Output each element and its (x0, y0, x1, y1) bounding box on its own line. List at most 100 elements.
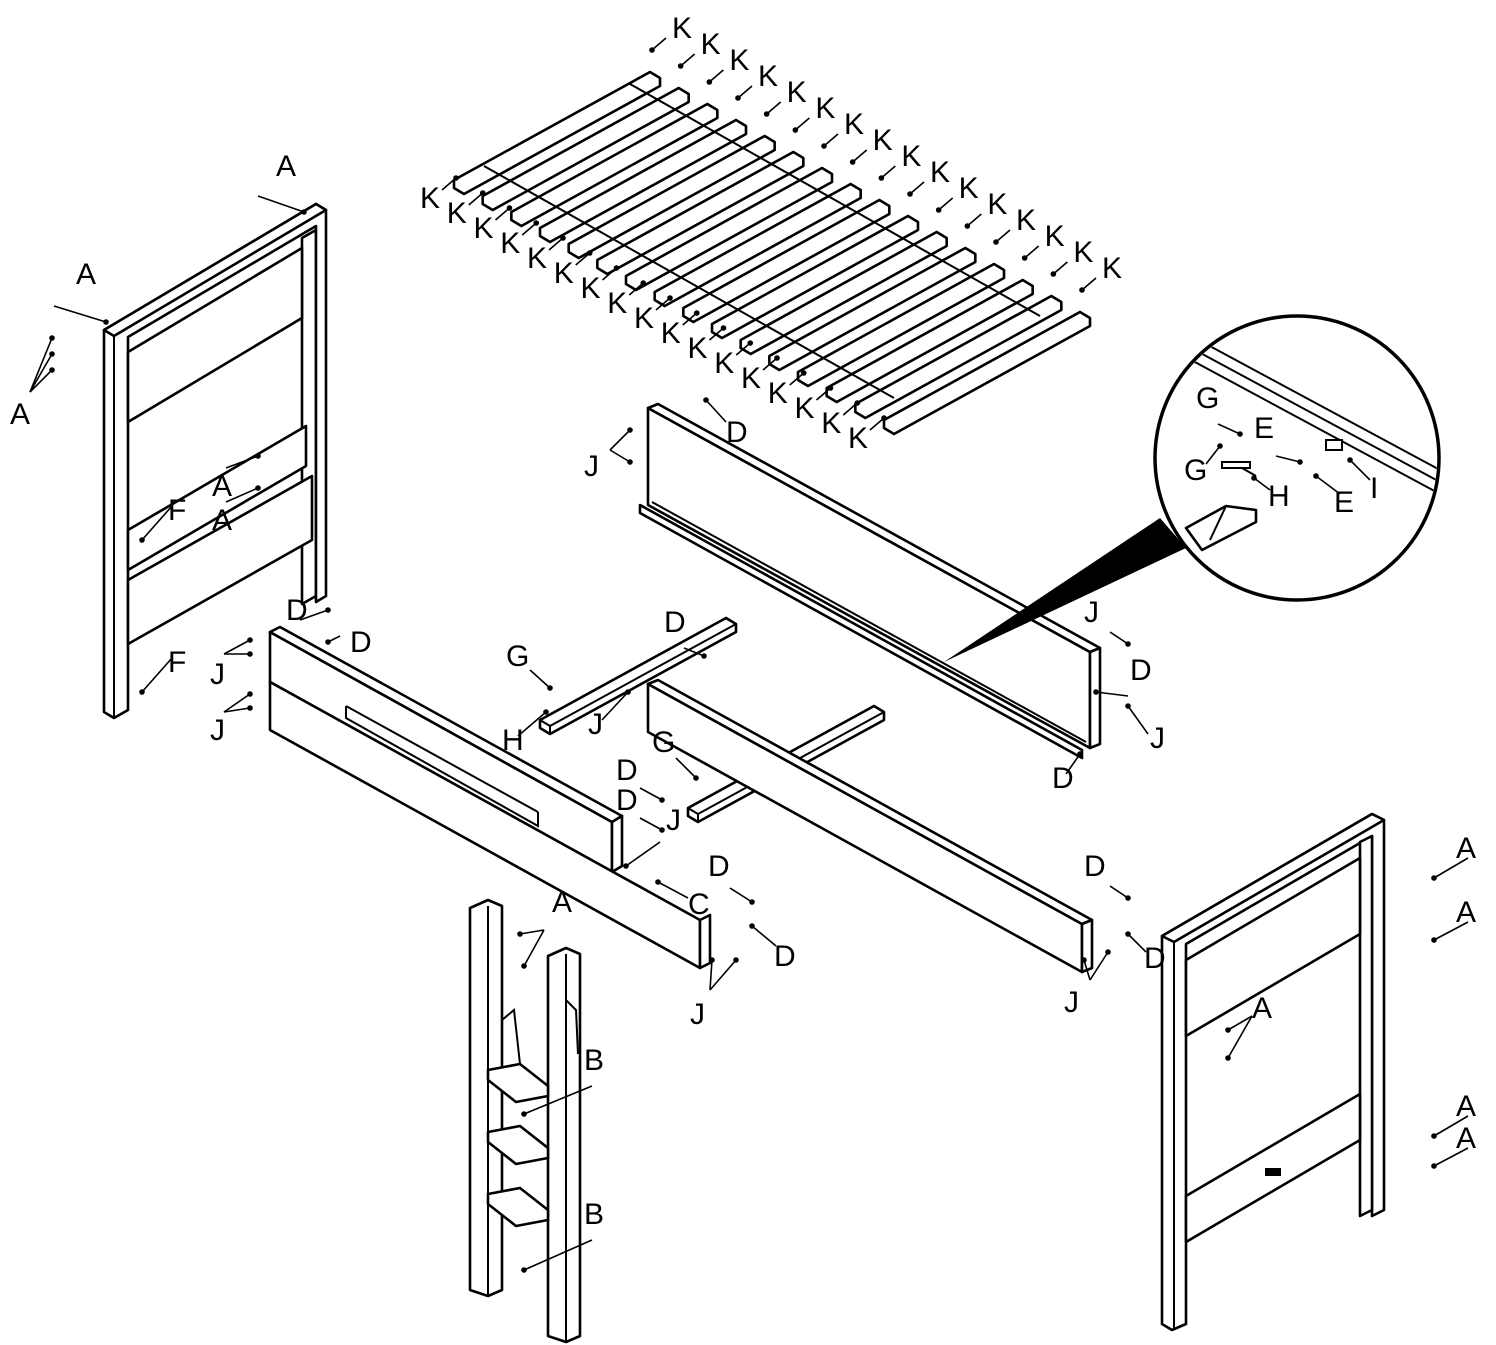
fastener-point (640, 280, 647, 286)
fastener-point (1431, 1133, 1437, 1139)
fastener-point (1431, 875, 1437, 881)
fastener-point (1237, 431, 1243, 437)
leader-line (601, 267, 618, 281)
fastener-point (517, 931, 523, 937)
leader-line (639, 817, 663, 831)
part-letter-slat-base: K (688, 332, 708, 365)
leader-line (737, 85, 753, 99)
leader-line (601, 691, 629, 721)
leader-line (1109, 631, 1129, 645)
fastener-point (1125, 895, 1131, 901)
part-letter-slat-base: K (930, 156, 950, 189)
ladder (468, 898, 582, 1344)
part-letter-lower-rail: J (1064, 986, 1079, 1019)
part-letter-slat-base: K (815, 92, 835, 125)
part-letter-detail-callout: E (1254, 412, 1274, 445)
leader-line (29, 353, 53, 393)
leader-line (1433, 921, 1469, 941)
part-letter-front-rail: D (286, 594, 308, 627)
leader-line (468, 192, 484, 206)
part-letter-slat-base: K (844, 108, 864, 141)
leader-line (223, 639, 251, 655)
leader-line (1127, 705, 1149, 735)
fastener-point (747, 340, 754, 346)
part-letter-left-end-frame: A (76, 258, 96, 291)
part-letter-lower-rail: D (1084, 850, 1106, 883)
part-letter-ladder: A (552, 886, 572, 919)
fastener-point (623, 863, 629, 869)
fastener-point (247, 705, 253, 711)
part-letter-rear-rail: D (1052, 762, 1074, 795)
part-letter-slat-base: K (959, 172, 979, 205)
part-letter-front-rail: D (774, 940, 796, 973)
fastener-point (935, 207, 942, 213)
part-letter-ladder: B (584, 1044, 604, 1077)
slat (538, 118, 748, 244)
fastener-point (521, 1267, 527, 1273)
fastener-point (749, 923, 755, 929)
part-letter-ladder: B (584, 1198, 604, 1231)
fastener-point (735, 95, 741, 101)
leader-line (523, 1239, 593, 1271)
leader-line (709, 959, 713, 991)
slat (481, 86, 690, 212)
part-letter-front-rail: C (688, 888, 710, 921)
fastener-point (1297, 459, 1303, 465)
fastener-point (1251, 475, 1257, 481)
leader-line (257, 195, 305, 213)
part-letter-right-end-frame: A (1456, 1122, 1476, 1155)
leader-line (680, 53, 696, 67)
leader-line (29, 337, 53, 393)
leader-line (735, 342, 751, 356)
fastener-point (827, 385, 834, 391)
slat (739, 230, 948, 356)
part-letter-front-rail: J (210, 714, 225, 747)
leader-line (657, 881, 689, 899)
leader-line (708, 327, 725, 341)
fastener-point (247, 691, 253, 697)
fastener-point (325, 639, 331, 645)
fastener-point (821, 143, 827, 149)
leader-line (1349, 459, 1371, 481)
part-letter-right-end-frame: A (1456, 1090, 1476, 1123)
leader-line (708, 69, 724, 83)
fastener-point (1021, 255, 1028, 261)
fastener-point (701, 653, 707, 659)
leader-line (1227, 1015, 1253, 1059)
fastener-point (1125, 931, 1131, 937)
fastener-point (1225, 1027, 1231, 1033)
fastener-point (255, 485, 261, 491)
part-letter-detail-callout: H (1268, 480, 1290, 513)
fastener-point (49, 367, 55, 373)
leader-line (299, 609, 329, 621)
fastener-point (693, 775, 699, 781)
fastener-point (1050, 271, 1057, 277)
part-letter-support-bars: G (506, 640, 529, 673)
fastener-point (255, 453, 261, 459)
fastener-point (301, 209, 307, 215)
part-letter-left-end-frame: A (276, 150, 296, 183)
leader-line (1052, 261, 1068, 275)
leader-line (709, 959, 737, 991)
fastener-point (964, 223, 971, 229)
fastener-point (1077, 751, 1083, 757)
fastener-point (247, 651, 253, 657)
leader-line (441, 177, 457, 191)
fastener-point (533, 220, 540, 226)
fastener-point (1093, 689, 1099, 695)
fastener-point (659, 827, 665, 833)
leader-line (1275, 455, 1301, 463)
part-letter-front-rail: J (210, 658, 225, 691)
part-letter-right-end-frame: A (1456, 896, 1476, 929)
part-letter-rear-rail: J (1150, 722, 1165, 755)
part-letter-left-end-frame: F (168, 646, 186, 679)
fastener-point (139, 689, 145, 695)
leader-line (1433, 1147, 1469, 1167)
fastener-point (733, 957, 739, 963)
part-letter-slat-base: K (474, 212, 494, 245)
fastener-point (625, 689, 631, 695)
part-letter-slat-base: K (768, 377, 788, 410)
leader-line (751, 925, 777, 947)
